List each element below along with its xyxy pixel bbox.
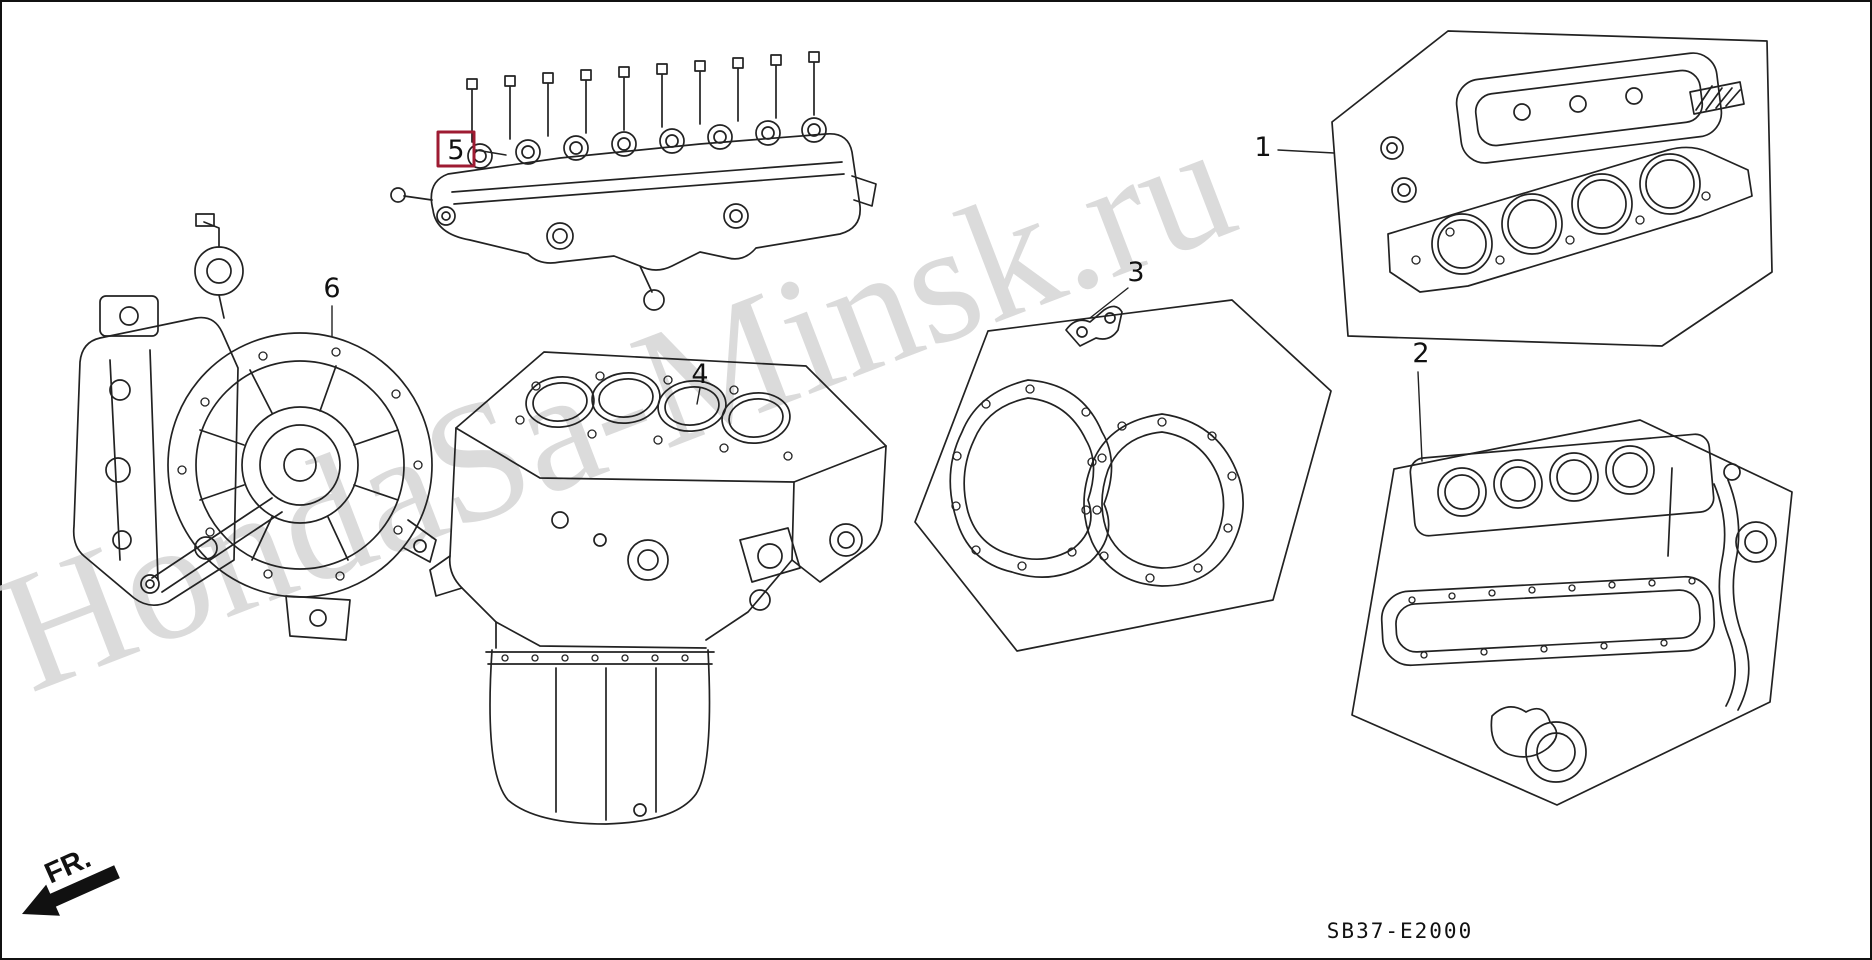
callout-5[interactable]: 5 <box>436 130 507 168</box>
callout-6[interactable]: 6 <box>323 273 341 337</box>
engine-block-assembly-drawing <box>429 351 887 825</box>
fr-arrow-icon <box>22 865 120 916</box>
callout-2-label[interactable]: 2 <box>1412 338 1429 369</box>
callout-4-label[interactable]: 4 <box>691 359 708 390</box>
callout-6-label[interactable]: 6 <box>323 273 340 304</box>
gasket-kit-2-drawing <box>1351 419 1793 806</box>
callout-4[interactable]: 4 <box>691 359 709 405</box>
callout-3-label[interactable]: 3 <box>1127 257 1144 288</box>
callout-2[interactable]: 2 <box>1412 338 1430 462</box>
callout-5-highlight-box <box>436 130 476 168</box>
callout-1-label[interactable]: 1 <box>1254 132 1271 163</box>
callout-1[interactable]: 1 <box>1254 132 1335 163</box>
transmission-assembly-drawing <box>72 213 437 641</box>
cylinder-head-assembly-drawing <box>390 51 877 311</box>
gasket-kit-1-drawing <box>1331 30 1773 347</box>
gasket-kit-3-drawing <box>914 299 1332 652</box>
callout-5-label[interactable]: 5 <box>447 135 464 166</box>
fr-direction: FR. <box>22 842 120 916</box>
callout-3[interactable]: 3 <box>1089 257 1145 319</box>
diagram-code: SB37-E2000 <box>1327 919 1473 943</box>
